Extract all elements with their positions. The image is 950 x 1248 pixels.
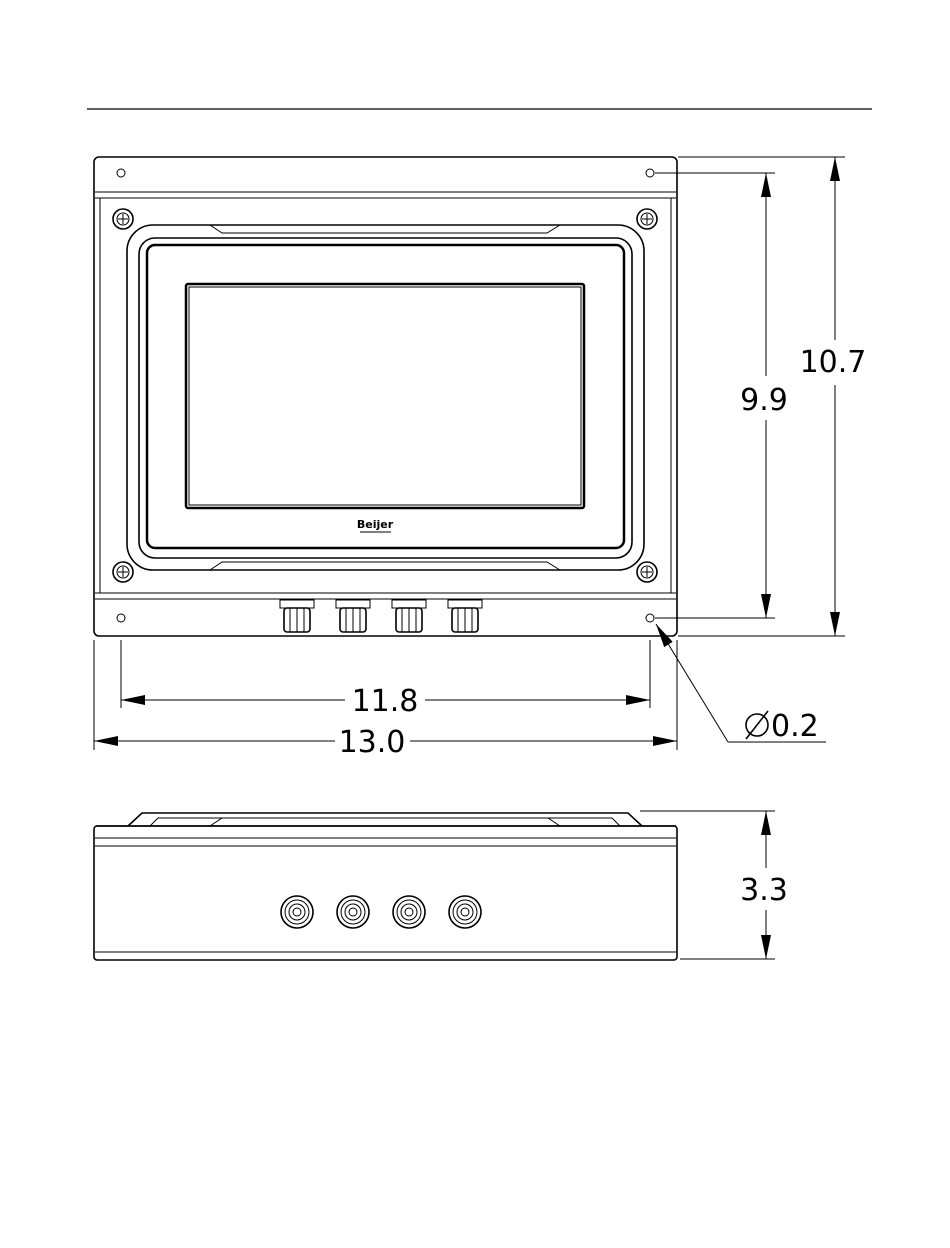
mounting-hole-bottom-left: [117, 614, 125, 622]
mounting-hole-top-left: [117, 169, 125, 177]
dim-label-hole-diameter: 0.2: [771, 709, 819, 744]
dimension-height-inner: 9.9: [655, 173, 788, 618]
cable-gland-4: [448, 600, 482, 632]
cable-gland-2: [336, 600, 370, 632]
dim-label-depth: 3.3: [740, 873, 788, 908]
dim-label-height-inner: 9.9: [740, 383, 788, 418]
front-view: Beijer: [94, 157, 677, 636]
bezel-inner: [147, 245, 624, 548]
side-bezel-profile: [128, 813, 642, 826]
bezel-middle: [139, 238, 632, 558]
brand-logo: Beijer: [357, 518, 394, 531]
screw-bottom-right: [637, 562, 657, 582]
dimension-hole-diameter: 0.2: [656, 624, 826, 744]
side-connector-3: [393, 896, 425, 928]
mounting-hole-top-right: [646, 169, 654, 177]
screw-top-right: [637, 209, 657, 229]
display-screen: [186, 284, 584, 508]
dimension-width-inner: 11.8: [121, 640, 650, 719]
mounting-hole-bottom-right: [646, 614, 654, 622]
side-connector-4: [449, 896, 481, 928]
diameter-symbol-icon: [746, 711, 768, 739]
dim-label-height-outer: 10.7: [800, 345, 867, 380]
cable-gland-3: [392, 600, 426, 632]
side-connector-2: [337, 896, 369, 928]
screw-bottom-left: [113, 562, 133, 582]
dimension-depth: 3.3: [640, 811, 788, 959]
screw-top-left: [113, 209, 133, 229]
cable-gland-1: [280, 600, 314, 632]
side-view: [94, 813, 677, 960]
dim-label-width-inner: 11.8: [352, 684, 419, 719]
side-connector-1: [281, 896, 313, 928]
dim-label-width-outer: 13.0: [339, 725, 406, 760]
front-outer-plate: [94, 157, 677, 636]
